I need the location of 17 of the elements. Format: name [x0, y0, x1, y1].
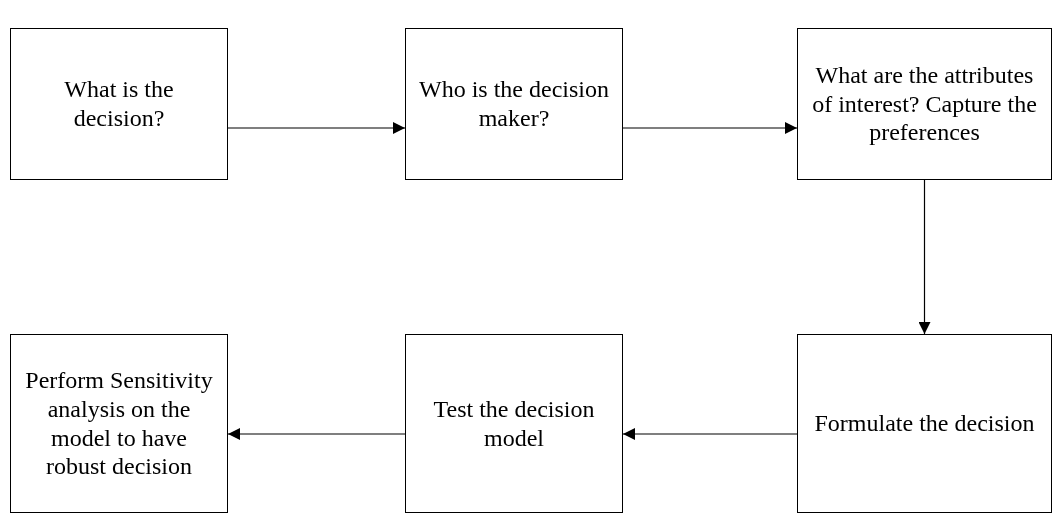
- process-box: [797, 334, 1052, 513]
- process-box: [405, 28, 623, 180]
- process-box: [797, 28, 1052, 180]
- arrow: [622, 428, 798, 440]
- box-text: Formulate the decision: [814, 409, 1035, 438]
- box-text: Perform Sensitivity analysis on the model to have robust decision: [24, 365, 214, 482]
- process-box: [405, 334, 623, 513]
- box-text: Test the decision model: [432, 394, 596, 453]
- box-text: Who is the decision maker?: [418, 75, 610, 133]
- box-text: What are the attributes of interest? Capture the preferences: [811, 60, 1038, 148]
- process-box: [10, 28, 228, 180]
- arrow: [622, 122, 798, 134]
- arrow: [918, 179, 931, 335]
- box-text: What is the decision?: [63, 75, 175, 133]
- arrow: [227, 122, 406, 134]
- arrow: [227, 428, 406, 440]
- process-box: [10, 334, 228, 513]
